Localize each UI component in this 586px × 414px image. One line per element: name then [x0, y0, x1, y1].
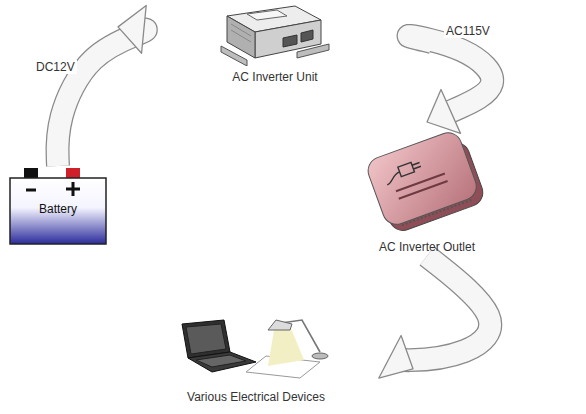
node-caption: Various Electrical Devices — [101, 386, 411, 404]
battery-node: Battery — [8, 168, 108, 246]
lamp-base — [312, 353, 328, 359]
arrow-head — [118, 6, 146, 54]
plug-symbol — [383, 160, 423, 185]
outlet-illustration — [364, 128, 487, 236]
light-cone — [268, 326, 304, 366]
edge-label: AC115V — [444, 24, 492, 38]
vent-lines — [231, 24, 251, 42]
connector-block — [283, 35, 297, 47]
arrow-head — [379, 335, 413, 378]
illustration-group — [364, 128, 487, 236]
laptop-base — [188, 352, 256, 372]
front-face — [255, 20, 321, 58]
battery-body — [10, 178, 106, 244]
lamp-shade — [268, 320, 292, 330]
arrow-head — [427, 90, 461, 134]
curved-arrow — [409, 36, 493, 133]
arrow-outline — [57, 29, 145, 166]
curved-arrow — [379, 256, 490, 378]
marking-lines — [396, 174, 448, 199]
side-face — [227, 16, 255, 58]
node-illustration — [101, 316, 411, 386]
illustration-group — [182, 320, 328, 378]
laptop-keyboard — [196, 355, 246, 367]
node-caption: AC Inverter Unit — [120, 66, 430, 84]
inverter-illustration — [221, 6, 329, 66]
positive-terminal — [66, 168, 80, 178]
top-panel — [247, 10, 287, 20]
devices-illustration — [182, 320, 328, 378]
ridge — [402, 200, 472, 225]
negative-terminal — [24, 168, 38, 178]
arrow-body — [409, 36, 493, 112]
arrow-body — [57, 29, 145, 166]
laptop-screen — [182, 320, 230, 358]
node-caption: AC Inverter Outlet — [272, 236, 582, 254]
plus-sign — [66, 182, 80, 196]
connector-block — [301, 30, 313, 42]
arrow-outline — [409, 36, 493, 112]
node-label: Battery — [39, 202, 77, 216]
illustration-group — [221, 6, 329, 66]
outlet-cover — [364, 129, 480, 228]
node-illustration — [120, 0, 430, 66]
illustration-group — [10, 168, 106, 244]
curved-arrow — [57, 6, 146, 166]
inverter-outlet-node: AC Inverter Outlet — [272, 124, 582, 254]
edge-label: DC12V — [34, 60, 77, 74]
node-illustration — [272, 124, 582, 236]
devices-node: Various Electrical Devices — [101, 316, 411, 404]
laptop-display — [186, 324, 226, 354]
inverter-unit-node: AC Inverter Unit — [120, 0, 430, 84]
minus-sign — [26, 189, 36, 192]
